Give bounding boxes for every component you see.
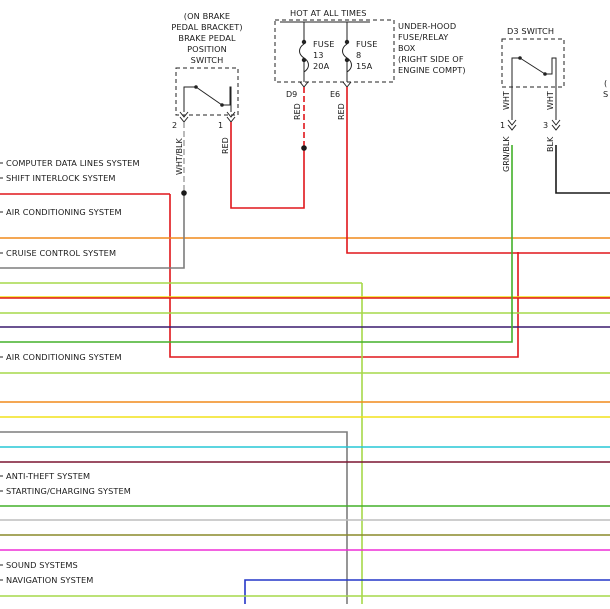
fuse8-terminal-bottom <box>344 57 350 63</box>
d3-wire-label-wht-left: WHT <box>502 91 511 110</box>
wire-red-brake <box>230 122 305 209</box>
fuse13-label: FUSE <box>313 39 334 49</box>
fuse-box-desc-2: FUSE/RELAY <box>398 32 449 42</box>
d3-switch: D3 SWITCH WHT WHT 1 3 GRN/BLK BLK <box>500 26 565 172</box>
brake-caption-4: POSITION <box>187 44 227 54</box>
d3-pin-1: 1 <box>500 121 505 130</box>
connector-e6-label: E6 <box>330 90 340 99</box>
system-label-sound: SOUND SYSTEMS <box>6 560 78 570</box>
bus-wires <box>0 118 610 604</box>
fuse8-number: 8 <box>356 50 361 60</box>
system-label-shift-interlock: SHIFT INTERLOCK SYSTEM <box>6 173 116 183</box>
wire-blue-nav <box>244 579 610 604</box>
fuse-box-desc-1: UNDER-HOOD <box>398 21 456 31</box>
brake-pin-1: 1 <box>218 121 223 130</box>
brake-caption-3: BRAKE PEDAL <box>178 33 236 43</box>
wire-black-d3 <box>555 145 610 194</box>
wire-gray-cruise <box>0 193 185 269</box>
system-label-navigation: NAVIGATION SYSTEM <box>6 575 93 585</box>
connector-d9-label: D9 <box>286 90 297 99</box>
brake-caption-5: SWITCH <box>191 55 224 65</box>
brake-switch-box <box>175 67 239 116</box>
system-label-air-conditioning: AIR CONDITIONING SYSTEM <box>6 207 122 217</box>
brake-pin-2: 2 <box>172 121 177 130</box>
fuse8-label: FUSE <box>356 39 377 49</box>
fuse-box-header: HOT AT ALL TIMES <box>290 8 367 18</box>
system-label-anti-theft: ANTI-THEFT SYSTEM <box>6 471 90 481</box>
fuse-box-desc-4: (RIGHT SIDE OF <box>398 54 464 64</box>
wire-label-red-e6: RED <box>337 103 346 120</box>
brake-caption-1: (ON BRAKE <box>184 11 230 21</box>
fuse13-number: 13 <box>313 50 324 60</box>
d3-wire-label-blk: BLK <box>546 136 555 152</box>
d3-wire-label-wht-right: WHT <box>546 91 555 110</box>
brake-pedal-switch: (ON BRAKE PEDAL BRACKET) BRAKE PEDAL POS… <box>171 11 305 209</box>
system-label-ticks <box>0 162 3 581</box>
edge-fragment-bottom: S <box>603 89 608 99</box>
fuse8-terminal-top <box>344 39 350 45</box>
connector-e6-icon <box>342 81 352 88</box>
wire-label-wht-blk: WHT/BLK <box>175 138 184 175</box>
edge-fragment: ( S <box>603 78 608 99</box>
terminal-2-icon <box>179 111 189 123</box>
wire-red-e6 <box>346 118 610 254</box>
splice-dot-brake <box>181 190 187 196</box>
fuse-relay-box: HOT AT ALL TIMES FUSE 13 20A FUSE 8 15A … <box>274 8 466 151</box>
terminal-1-icon <box>226 111 236 123</box>
system-label-computer-data: COMPUTER DATA LINES SYSTEM <box>6 158 140 168</box>
fuse8-rating: 15A <box>356 61 373 71</box>
fuse-box-desc-5: ENGINE COMPT) <box>398 65 466 75</box>
d3-switch-box <box>501 38 565 88</box>
wire-red-ac-loop <box>169 194 519 358</box>
connector-d9-icon <box>299 81 309 88</box>
d3-terminal-3-icon <box>551 119 561 131</box>
brake-caption-2: PEDAL BRACKET) <box>171 22 242 32</box>
wire-label-red-d9: RED <box>293 103 302 120</box>
d3-switch-title: D3 SWITCH <box>507 26 554 36</box>
fuse-box-outline <box>274 19 395 83</box>
fuse13-terminal-bottom <box>301 57 307 63</box>
fuse13-terminal-top <box>301 39 307 45</box>
splice-dot-d9 <box>301 145 307 151</box>
d3-switch-blade <box>519 57 546 75</box>
d3-terminal-1-icon <box>507 119 517 131</box>
wire-label-red-brake: RED <box>221 137 230 154</box>
switch-blade <box>195 86 223 106</box>
system-label-starting-charging: STARTING/CHARGING SYSTEM <box>6 486 131 496</box>
wire-green-d3 <box>0 145 513 343</box>
fuse13-rating: 20A <box>313 61 330 71</box>
edge-fragment-top: ( <box>604 78 607 88</box>
d3-pin-3: 3 <box>543 121 548 130</box>
d3-wire-label-grn-blk: GRN/BLK <box>502 136 511 172</box>
wire-gray-2 <box>0 431 348 604</box>
system-label-air-conditioning-2: AIR CONDITIONING SYSTEM <box>6 352 122 362</box>
system-labels: COMPUTER DATA LINES SYSTEM SHIFT INTERLO… <box>6 158 140 585</box>
system-label-cruise-control: CRUISE CONTROL SYSTEM <box>6 248 116 258</box>
fuse-box-desc-3: BOX <box>398 43 416 53</box>
